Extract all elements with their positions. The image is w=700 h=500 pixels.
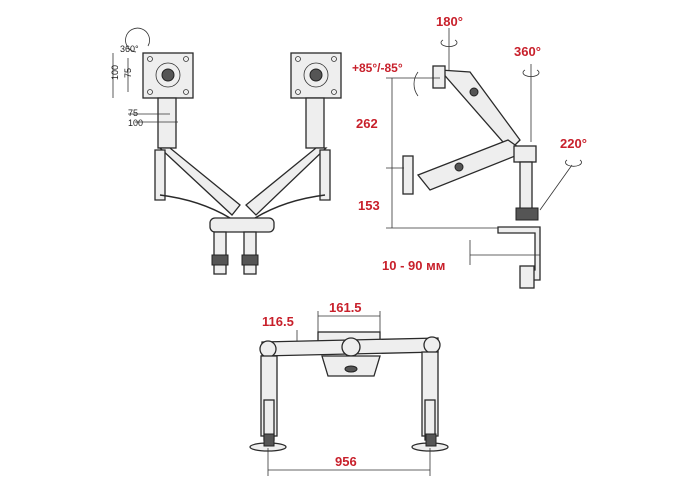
rotation-label: 360°: [120, 44, 139, 54]
height-outer-label: 100: [110, 65, 120, 80]
base-rotation-arrow: [565, 159, 582, 167]
lower-vesa-mount: [402, 155, 414, 195]
right-arm: [245, 147, 328, 216]
clamp-range-label: 10 - 90 мм: [382, 258, 445, 273]
tilt-label: +85°/-85°: [352, 61, 403, 75]
upper-arm: [438, 69, 521, 151]
total-width-label: 956: [335, 454, 357, 469]
left-arm: [158, 147, 241, 216]
left-neck: [157, 97, 177, 149]
height-lower-label: 153: [358, 198, 380, 213]
left-vesa-plate: [142, 52, 194, 99]
tilt-arrow: [413, 71, 419, 97]
right-neck: [305, 97, 325, 149]
height-upper-label: 262: [356, 116, 378, 131]
front-view: 360° 100 75 75 100: [110, 27, 342, 275]
base-rotation-label: 220°: [560, 136, 587, 151]
upper-vesa-mount: [432, 65, 446, 89]
swivel-label: 360°: [514, 44, 541, 59]
center-base: [209, 217, 275, 233]
height-inner-label: 75: [123, 68, 133, 78]
left-clamp: [213, 231, 227, 275]
depth-label: 116.5: [262, 314, 294, 329]
right-clamp: [243, 231, 257, 275]
top-view: 161.5 116.5 956: [249, 300, 449, 476]
side-view: 180° +85°/-85° 360° 220° 262 153 10 - 90…: [352, 14, 587, 289]
width-inner-label: 75: [128, 108, 138, 118]
lower-arm: [416, 139, 527, 191]
center-width-label: 161.5: [329, 300, 362, 315]
right-vesa-plate: [290, 52, 342, 99]
width-outer-label: 100: [128, 118, 143, 128]
rotate-top-label: 180°: [436, 14, 463, 29]
